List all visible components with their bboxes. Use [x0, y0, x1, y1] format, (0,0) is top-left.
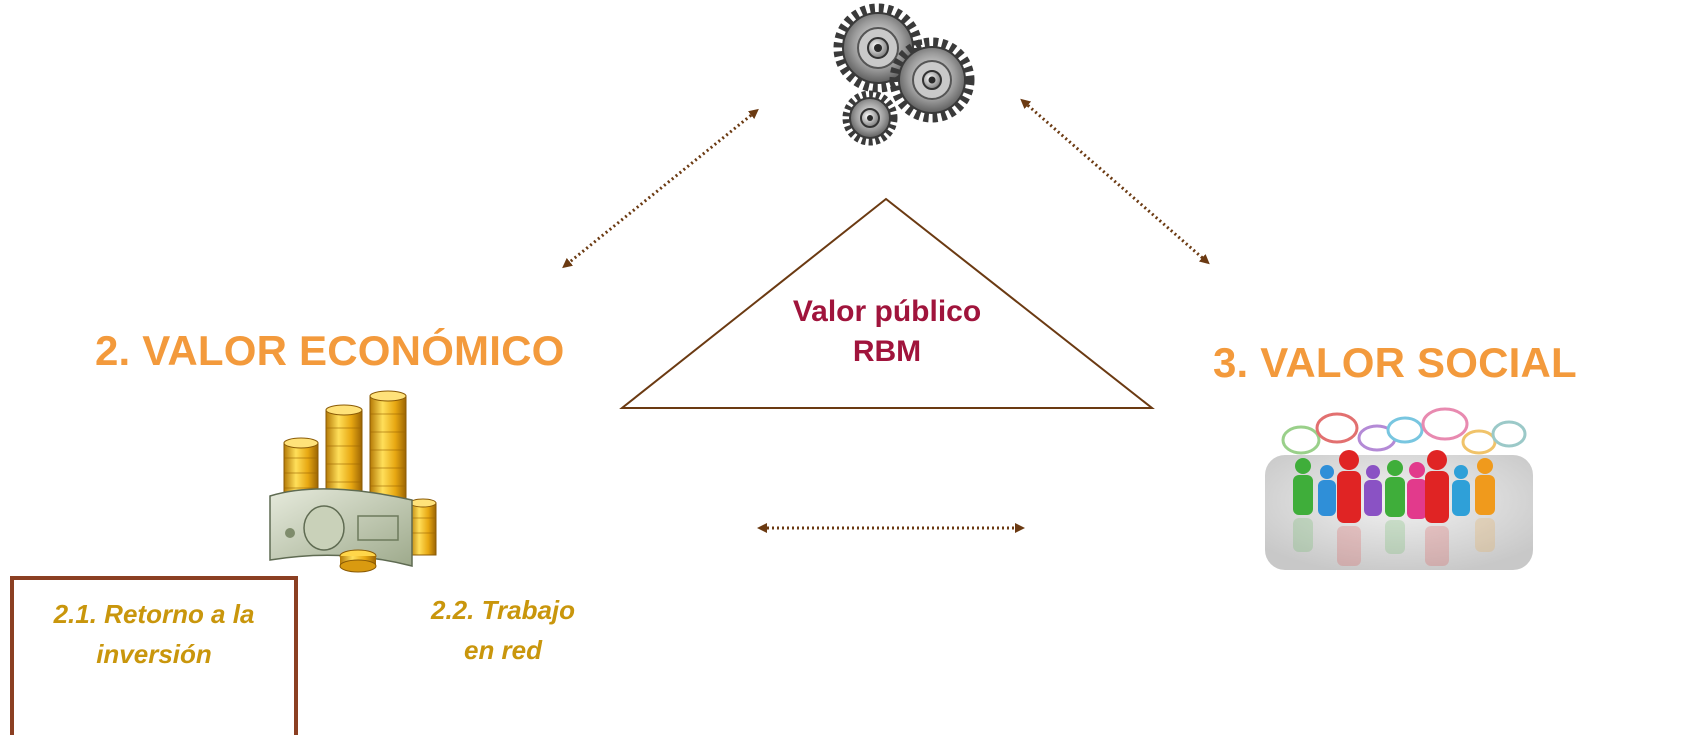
center-label: Valor público RBM [737, 292, 1037, 372]
people-speech-bubbles-icon [1265, 400, 1533, 570]
gears-icon [830, 0, 980, 150]
center-label-line1: Valor público [792, 295, 982, 328]
sub-item-networking: 2.2. Trabajo en red [408, 590, 598, 670]
economic-value-heading: 2. VALOR ECONÓMICO [95, 327, 565, 374]
sub-item-return-on-investment: 2.1. Retorno a la inversión [10, 576, 298, 735]
social-value-heading: 3. VALOR SOCIAL [1213, 339, 1577, 386]
arrow-gears-to-economic [562, 108, 759, 269]
center-triangle [619, 197, 1155, 409]
sub-item-label: 2.1. Retorno a la inversión [53, 599, 255, 669]
arrow-gears-to-social [1020, 98, 1210, 265]
money-coins-icon [262, 388, 442, 578]
sub-item-label: 2.2. Trabajo en red [430, 595, 576, 665]
center-label-line2: RBM [852, 335, 922, 368]
